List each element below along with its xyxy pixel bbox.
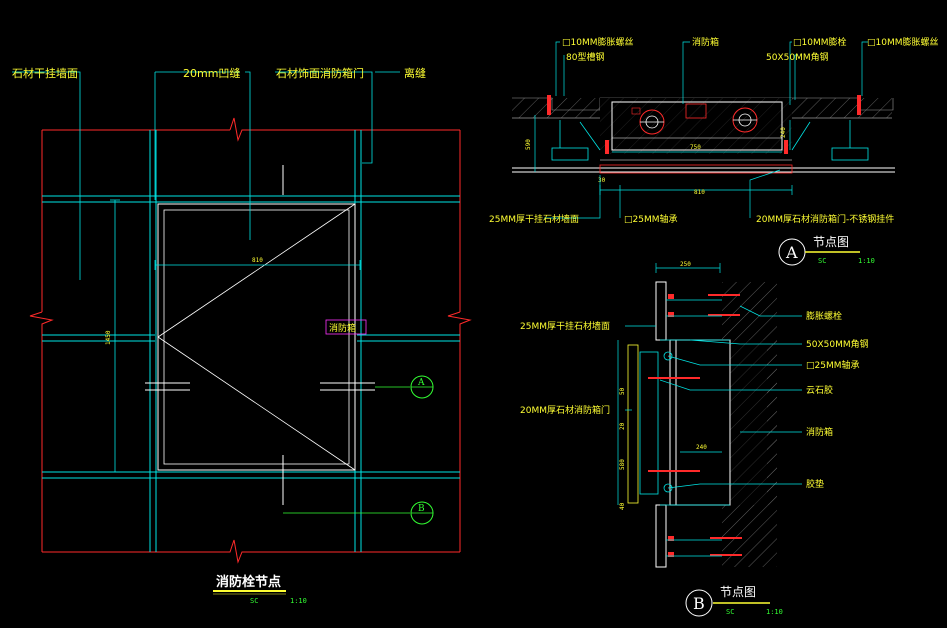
- section-b-label-pad: 胶垫: [806, 478, 824, 490]
- plan-a-marker: A: [785, 243, 798, 262]
- section-b-label-bolt: 膨胀螺栓: [806, 310, 842, 322]
- section-b-label-angle: 50X50MM角钢: [806, 338, 869, 350]
- elevation-height-dim: 1450: [105, 330, 112, 345]
- section-b-title: 节点图: [720, 585, 756, 599]
- svg-text:A: A: [417, 378, 425, 388]
- label-groove: 20mm凹缝: [183, 66, 240, 80]
- section-b-label-door: 20MM厚石材消防箱门: [520, 404, 610, 416]
- plan-a-label-anchor-left: □10MM膨胀螺丝: [562, 36, 634, 48]
- section-b-label-stone-wall: 25MM厚干挂石材墙面: [520, 320, 610, 332]
- section-b-dim-3: 580: [619, 459, 626, 470]
- plan-a-scale-sc: SC: [818, 257, 826, 265]
- section-b-scale-ratio: 1:10: [766, 608, 783, 616]
- elevation-scale-sc: SC: [250, 597, 258, 605]
- plan-a-label-bearing: □25MM轴承: [624, 213, 678, 225]
- plan-a-dim-inner: 240: [780, 127, 787, 138]
- elevation-scale-ratio: 1:10: [290, 597, 307, 605]
- plan-detail-a: 590 750 810 30 240 □10MM膨胀螺丝 消防箱 □10MM膨栓…: [489, 36, 939, 266]
- plan-a-dim-gap-left: 30: [598, 177, 606, 184]
- label-stone-door: 石材饰面消防箱门: [276, 66, 364, 80]
- plan-a-label-anchor-mid: □10MM膨栓: [793, 36, 847, 48]
- section-b-marker: B: [693, 594, 705, 613]
- label-gap: 离缝: [404, 66, 426, 80]
- section-b-dim-4: 40: [619, 502, 626, 510]
- plan-a-scale-ratio: 1:10: [858, 257, 875, 265]
- section-b-top-dim: 250: [680, 261, 691, 268]
- plan-a-label-firebox: 消防箱: [692, 36, 719, 48]
- section-b-label-firebox: 消防箱: [806, 426, 833, 438]
- section-b-label-glue: 云石胶: [806, 384, 833, 396]
- section-b-dim-2: 20: [619, 422, 626, 430]
- section-b-dim-1: 50: [619, 387, 626, 395]
- svg-text:B: B: [418, 504, 425, 514]
- plan-a-dim-depth: 590: [525, 139, 532, 150]
- plan-a-label-door: 20MM厚石材消防箱门-不锈钢挂件: [756, 213, 894, 225]
- section-marker-a: A: [375, 375, 434, 399]
- section-b-scale-sc: SC: [726, 608, 734, 616]
- elevation-view: 810 1450 石材干挂墙面 20mm凹缝 石材饰面消防箱门 离缝 消防箱 A: [12, 66, 472, 605]
- elevation-box-label: 消防箱: [329, 322, 356, 334]
- plan-a-dim-door: 810: [694, 189, 705, 196]
- plan-a-label-channel: 80型槽钢: [566, 51, 604, 63]
- plan-a-title: 节点图: [813, 235, 849, 249]
- label-stone-wall: 石材干挂墙面: [12, 66, 78, 80]
- section-detail-b: 250 50 20 580 40 240 25MM厚干挂石材墙面 20MM厚石材…: [520, 261, 869, 617]
- plan-a-label-anchor-right: □10MM膨胀螺丝: [867, 36, 939, 48]
- plan-a-label-stone-wall: 25MM厚干挂石材墙面: [489, 213, 579, 225]
- elevation-width-dim: 810: [252, 257, 263, 264]
- section-marker-b: B: [283, 501, 434, 525]
- section-b-inner-dim: 240: [696, 444, 707, 451]
- plan-a-dim-box: 750: [690, 144, 701, 151]
- elevation-title: 消防栓节点: [216, 574, 281, 590]
- section-b-label-bearing: □25MM轴承: [806, 359, 860, 371]
- plan-a-label-angle: 50X50MM角钢: [766, 51, 829, 63]
